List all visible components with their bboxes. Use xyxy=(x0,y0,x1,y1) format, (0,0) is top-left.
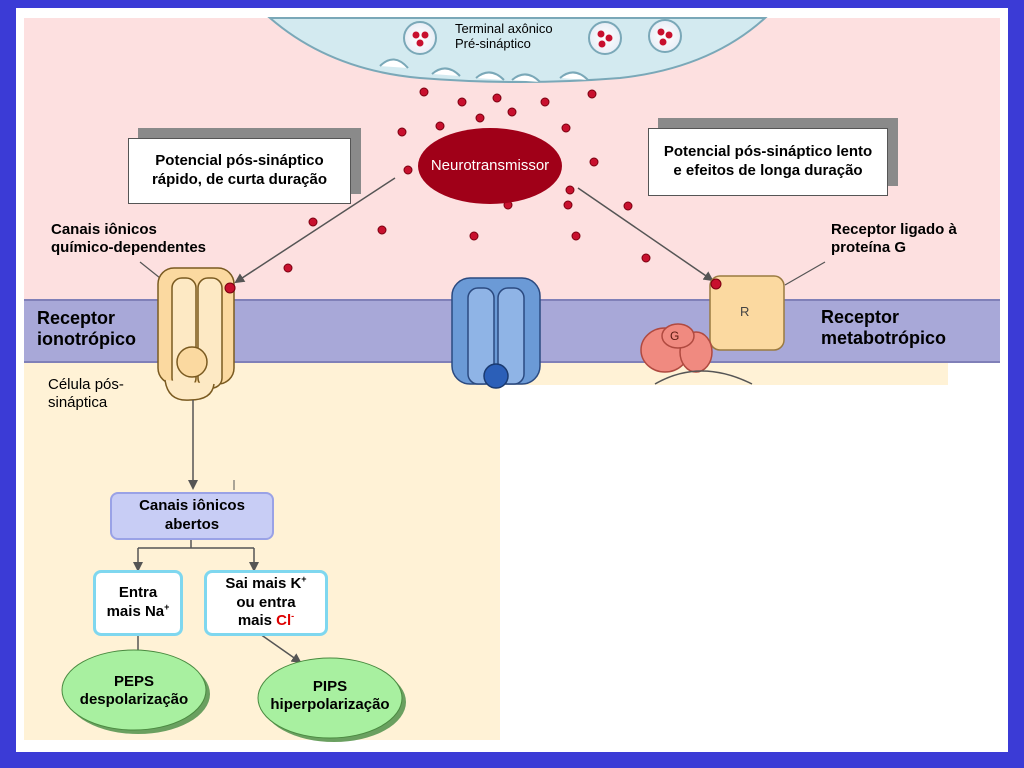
blank-area xyxy=(500,385,948,740)
metabotropic-receptor xyxy=(640,275,785,385)
postsynaptic-cell-label: Célula pós- sináptica xyxy=(48,376,124,411)
metabotropic-label: Receptor metabotrópico xyxy=(821,307,946,349)
neurotransmitter-label: Neurotransmissor xyxy=(430,157,550,174)
receptor-r-label: R xyxy=(740,304,750,319)
metabotropic-line1: Receptor xyxy=(821,307,900,327)
sodium-line2: mais Na xyxy=(106,603,165,620)
open-channels-line1: Canais iônicos xyxy=(139,497,245,515)
chloride-prefix: mais xyxy=(237,612,277,630)
slow-potential-box: Potencial pós-sináptico lento e efeitos … xyxy=(648,128,888,196)
potassium-chloride-box: Sai mais K+ ou entra mais Cl- xyxy=(204,570,328,636)
pips-oval xyxy=(257,657,403,739)
ionotropic-line1: Receptor xyxy=(37,308,116,328)
g-protein-receptor-line2: proteína G xyxy=(831,238,907,256)
chemical-channels-label: Canais iônicos químico-dependentes xyxy=(51,221,206,256)
g-protein-receptor-line1: Receptor ligado à xyxy=(831,221,957,238)
postsynaptic-cell-line2: sináptica xyxy=(48,393,108,411)
peps-line1: PEPS xyxy=(113,673,155,690)
sodium-line1: Entra xyxy=(118,584,158,602)
slow-potential-line2: e efeitos de longa duração xyxy=(673,162,863,179)
fast-potential-box: Potencial pós-sináptico rápido, de curta… xyxy=(128,138,351,204)
presynaptic-label: Terminal axônico Pré-sináptico xyxy=(455,21,553,52)
presynaptic-line2: Pré-sináptico xyxy=(455,36,531,52)
pips-line1: PIPS xyxy=(312,678,348,695)
sodium-charge: + xyxy=(164,602,170,612)
pips-label: PIPS hiperpolarização xyxy=(258,678,402,713)
slow-potential-line1: Potencial pós-sináptico lento xyxy=(663,143,873,161)
ionotropic-line2: ionotrópico xyxy=(37,329,136,350)
fast-potential-line1: Potencial pós-sináptico xyxy=(155,152,324,170)
neurotransmitter-bubble xyxy=(418,128,562,204)
peps-label: PEPS despolarização xyxy=(62,673,206,708)
peps-oval xyxy=(61,649,207,731)
metabotropic-line2: metabotrópico xyxy=(821,328,947,349)
postsynaptic-cell-line1: Célula pós- xyxy=(48,376,124,393)
peps-line2: despolarização xyxy=(79,690,189,708)
g-protein-receptor-label: Receptor ligado à proteína G xyxy=(831,221,957,256)
presynaptic-line1: Terminal axônico xyxy=(455,21,553,36)
ionotropic-receptor-channel xyxy=(157,267,236,401)
ionotropic-label: Receptor ionotrópico xyxy=(37,308,136,350)
potassium-charge: + xyxy=(301,573,307,584)
open-channels-line2: abertos xyxy=(164,516,220,533)
fast-potential-line2: rápido, de curta duração xyxy=(151,171,328,188)
synaptic-vesicles xyxy=(379,19,682,83)
g-protein-label: G xyxy=(670,329,680,343)
chemical-channels-line2: químico-dependentes xyxy=(51,238,207,256)
open-channels-box: Canais iônicos abertos xyxy=(110,492,274,540)
chloride-ion: Cl xyxy=(276,612,292,630)
sodium-box: Entra mais Na+ xyxy=(93,570,183,636)
potassium-line1: Sai mais K xyxy=(225,574,302,592)
pips-line2: hiperpolarização xyxy=(270,695,390,713)
blue-ion-channel xyxy=(451,277,541,389)
chloride-charge: - xyxy=(291,611,295,622)
chemical-channels-line1: Canais iônicos xyxy=(51,221,157,238)
potassium-line2: ou entra xyxy=(236,593,296,611)
